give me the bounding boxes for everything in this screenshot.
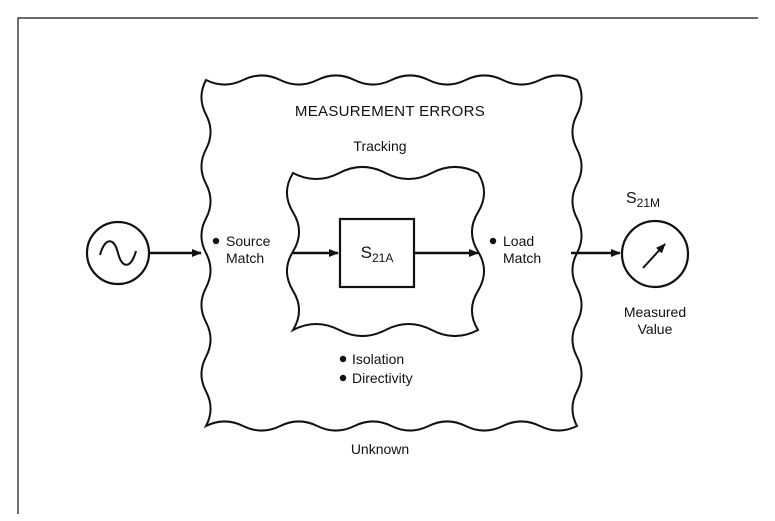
- tracking-label: Tracking: [353, 138, 407, 154]
- bullet-isolation: [339, 355, 347, 363]
- s21m-label: S21M: [626, 190, 661, 210]
- isolation-label: Isolation: [352, 351, 405, 367]
- inner-wavy-box: [286, 166, 485, 337]
- unknown-label: Unknown: [350, 441, 410, 457]
- outer-wavy-box: [200, 74, 583, 432]
- bullet-directivity: [339, 374, 347, 382]
- bullet-source-match: [212, 237, 220, 245]
- load-match-label: Load Match: [503, 233, 542, 266]
- source-match-label: Source Match: [226, 233, 271, 266]
- ac-source-icon: [85, 220, 151, 286]
- s21a-label: S21A: [360, 243, 394, 265]
- diagram-title: MEASUREMENT ERRORS: [294, 103, 486, 120]
- measured-value-label: Measured Value: [623, 304, 687, 337]
- meter-icon: [620, 219, 690, 289]
- directivity-label: Directivity: [352, 370, 413, 386]
- figure-frame: [17, 17, 758, 514]
- bullet-load-match: [489, 237, 497, 245]
